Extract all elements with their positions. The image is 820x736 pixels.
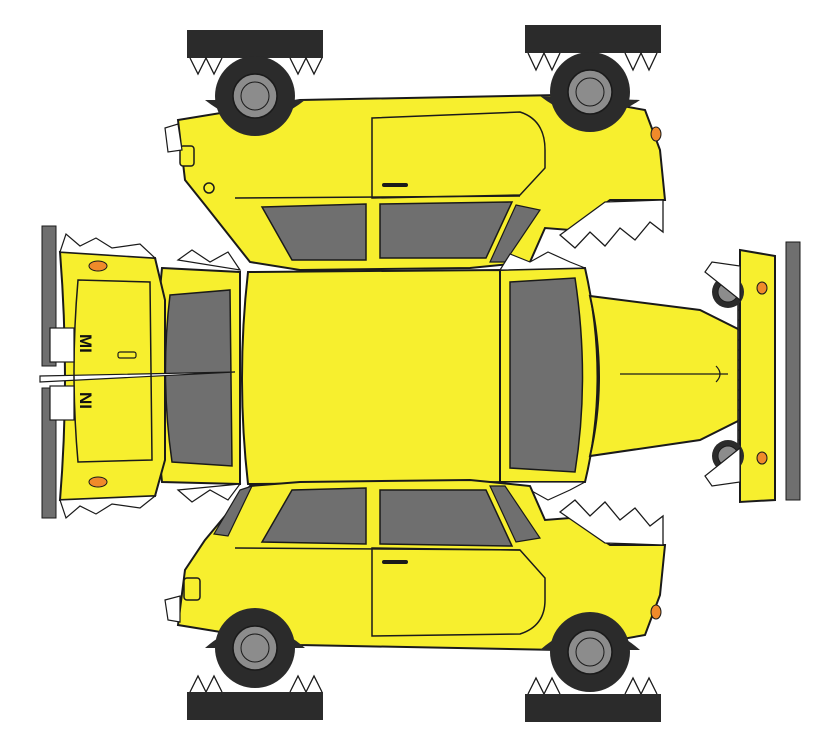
front-end-panel <box>739 248 776 504</box>
rear-end-panel: MI NI <box>39 225 236 520</box>
bottom-door-handle <box>382 560 408 564</box>
rear-center-cut <box>39 371 236 383</box>
rear-light-bottom <box>88 476 108 488</box>
top-side-panel <box>164 25 667 272</box>
front-indicator-bottom <box>756 451 768 465</box>
bonnet-clip <box>715 365 721 383</box>
fold-bar-top-left <box>187 30 323 58</box>
bottom-windscreen-edge <box>489 485 542 543</box>
glue-teeth-top-left <box>189 56 323 76</box>
top-window-front <box>379 201 514 259</box>
bottom-side-light <box>183 577 201 601</box>
fold-bar-top-right <box>525 25 661 53</box>
top-side-light <box>179 145 195 167</box>
windscreen <box>509 277 584 473</box>
front-tabs-top <box>704 261 741 302</box>
bottom-wheel-right <box>550 612 630 692</box>
front-indicator-top <box>756 281 768 295</box>
top-tab-left <box>164 123 183 153</box>
plate-text-bottom: NI <box>76 392 95 409</box>
rear-panel-tabs-top <box>176 249 242 271</box>
top-indicator-light <box>650 126 662 142</box>
boot-handle <box>117 351 137 359</box>
top-wheel-left <box>215 56 295 136</box>
windscreen-panel <box>498 251 599 501</box>
bottom-side-panel <box>164 478 667 722</box>
front-fold-bar <box>785 241 801 501</box>
roof-shape <box>241 268 501 486</box>
bottom-indicator-light <box>650 604 662 620</box>
windscreen-tabs-top <box>498 251 586 271</box>
bottom-window-front <box>379 489 514 547</box>
number-plate-top: MI <box>49 327 95 363</box>
top-window-rear <box>260 203 367 261</box>
top-fuel-cap <box>203 182 215 194</box>
rear-window-panel <box>155 249 242 503</box>
glue-teeth-top-right <box>527 51 658 72</box>
top-door <box>371 111 546 199</box>
bottom-door <box>371 547 546 637</box>
glue-teeth-bottom-right-edge <box>558 499 664 546</box>
rear-panel-tabs-bottom <box>176 483 242 503</box>
fold-bar-bottom-right <box>525 694 661 722</box>
bottom-window-rear <box>260 487 367 545</box>
bonnet-panel <box>588 241 801 504</box>
rear-light-top <box>88 260 108 272</box>
fold-bar-bottom-left <box>187 692 323 720</box>
glue-teeth-top-right-edge <box>558 199 664 249</box>
roof-panel <box>241 268 501 486</box>
rear-tabs-bottom <box>59 495 157 520</box>
top-wheel-right <box>550 52 630 132</box>
rear-window <box>164 289 233 467</box>
plate-text-top: MI <box>76 334 95 353</box>
bottom-wheel-left <box>215 608 295 688</box>
bottom-rear-window-edge <box>213 484 254 537</box>
number-plate-bottom: NI <box>49 385 95 421</box>
bottom-tab-left <box>164 595 181 623</box>
rear-tabs-top <box>59 232 157 259</box>
front-tabs-bottom <box>704 446 741 487</box>
bonnet-shape <box>588 294 741 458</box>
top-door-handle <box>382 183 408 187</box>
